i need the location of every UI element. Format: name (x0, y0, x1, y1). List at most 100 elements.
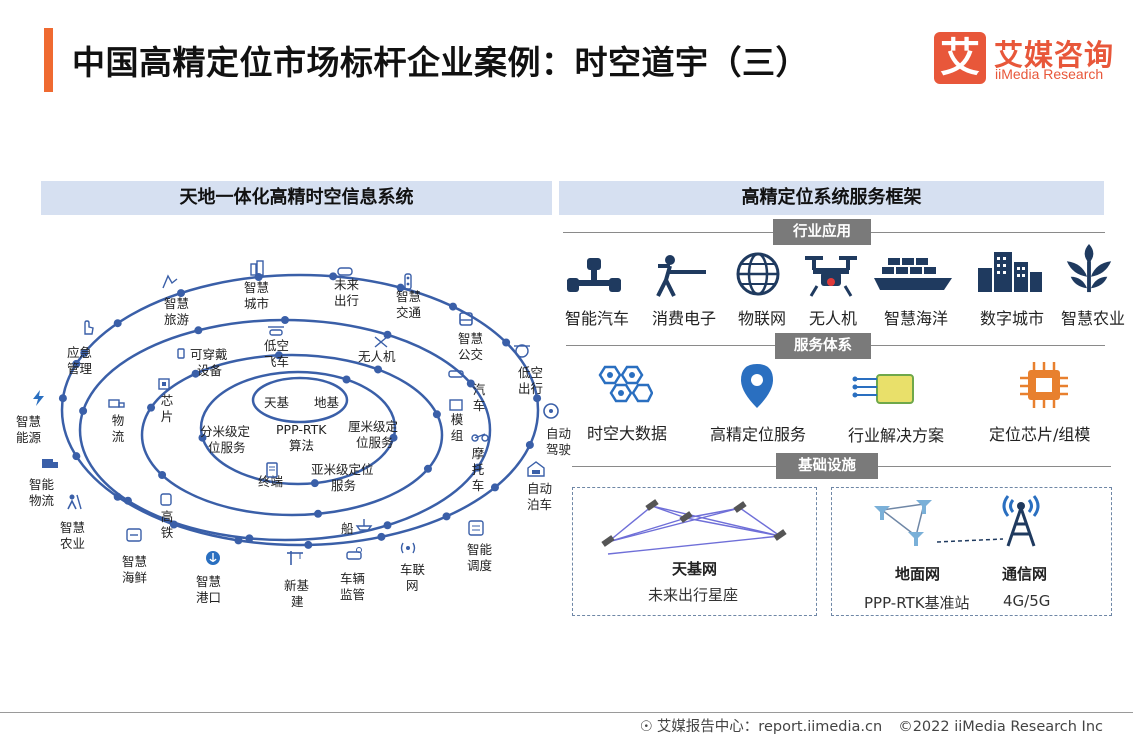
orbit-node (314, 509, 323, 518)
service-hp-positioning: 高精定位服务 (710, 425, 807, 444)
page-title: 中国高精定位市场标杆企业案例：时空道宇（三） (72, 43, 809, 82)
ring4-logistics: 物流 (111, 413, 125, 444)
train-small-icon (160, 493, 172, 506)
orbit-node (80, 348, 89, 357)
industry-smart-agri: 智慧农业 (1061, 309, 1126, 328)
outer-dispatch-1: 智能 (467, 542, 493, 557)
outer-newinfra-1: 新基 (284, 578, 310, 593)
terminal-icon (266, 462, 278, 478)
orbit-diagram (58, 272, 542, 549)
core-label-ground: 地基 (314, 395, 340, 410)
tourism-icon (162, 274, 178, 289)
outer-dispatch-2: 调度 (467, 558, 493, 573)
ring2-cm-2: 位服务 (356, 435, 394, 450)
drone-icon (805, 256, 857, 297)
service-big-data: 时空大数据 (587, 424, 668, 443)
globe-iot-icon (736, 252, 780, 296)
infra-divider-left (572, 466, 776, 467)
ring2-sm-1: 亚米级定位 (311, 462, 374, 477)
orbit-node (389, 433, 398, 442)
ring3-ship: 船 (341, 521, 354, 536)
ring2-dm-1: 分米级定 (200, 424, 251, 439)
footer-source: 艾媒报告中心：report.iimedia.cn (656, 719, 883, 735)
outer-seafood-1: 智慧 (122, 554, 148, 569)
industry-tag: 行业应用 (773, 219, 871, 245)
orbit-node (191, 369, 200, 378)
solution-board-icon (852, 374, 914, 404)
outer-lowalt-2: 出行 (518, 381, 544, 396)
lightning-icon (33, 390, 44, 406)
ground-network-title: 地面网 (895, 565, 941, 583)
motorcycle-icon (471, 433, 489, 442)
satellite-icon (601, 535, 615, 547)
outer-mobility-1: 未来 (334, 277, 360, 292)
satellite-icon (733, 501, 747, 513)
industry-divider-right (871, 232, 1105, 233)
infra-tag: 基础设施 (776, 453, 878, 479)
outer-traffic-2: 交通 (396, 305, 422, 320)
orbit-node (533, 394, 542, 403)
vr-gamer-icon (656, 255, 706, 297)
car-small-icon (448, 370, 464, 378)
flying-car-icon (268, 326, 284, 336)
orbit-node (374, 365, 383, 374)
hand-pointer-icon (84, 320, 94, 335)
outer-vehicle-sup-1: 车辆 (340, 571, 366, 586)
ring3-drone: 无人机 (358, 349, 396, 364)
dispatch-icon (468, 520, 484, 536)
outer-tourism-2: 旅游 (164, 312, 190, 327)
orbit-ring-3 (140, 353, 444, 517)
link-dashed-line (936, 538, 1004, 543)
satellite-icon (679, 511, 693, 523)
orbit-node (274, 351, 283, 360)
outer-bus-2: 公交 (458, 347, 484, 362)
orbit-node (396, 283, 405, 292)
orbit-node (281, 316, 289, 324)
ground-network-sub: PPP-RTK基准站 (864, 594, 970, 612)
orbit-node (383, 330, 392, 339)
logo-en-text: iiMedia Research (995, 66, 1104, 82)
industry-iot: 物联网 (738, 309, 787, 328)
outer-city-2: 城市 (244, 296, 270, 311)
ring3-wearable-1: 可穿戴 (190, 347, 228, 362)
orbit-node (304, 540, 313, 549)
orbit-node (194, 326, 203, 335)
orbit-node (490, 483, 499, 492)
core-label-ppp: PPP-RTK (276, 422, 327, 437)
ring3-flycar-2: 飞车 (264, 354, 290, 369)
industry-drone: 无人机 (809, 309, 858, 328)
ring3-chip: 芯片 (160, 393, 174, 424)
service-divider-right (871, 345, 1105, 346)
title-accent-bar (44, 28, 53, 92)
outer-vehicle-sup-2: 监管 (340, 587, 366, 602)
outer-port-2: 港口 (196, 590, 222, 605)
orbit-node (383, 521, 392, 530)
big-data-icon (598, 365, 653, 403)
outer-autodrive-1: 自动 (546, 426, 572, 441)
footer-divider (0, 712, 1133, 713)
signal-icon (400, 542, 416, 554)
ground-network-box (831, 487, 1112, 616)
orbit-node (113, 319, 122, 328)
comm-network-sub: 4G/5G (1003, 592, 1051, 610)
industry-divider-left (563, 232, 773, 233)
orbit-node (177, 289, 185, 298)
chip-icon (1020, 362, 1068, 408)
outer-logistics-2: 物流 (29, 493, 55, 508)
footer-globe-icon: ☉ (639, 719, 653, 735)
outer-energy-2: 能源 (16, 430, 42, 445)
orbit-ring-core (251, 376, 349, 424)
traffic-light-icon (404, 273, 412, 290)
orbit-ring-outer (60, 273, 540, 547)
orbit-node (72, 359, 81, 368)
base-station-icon (908, 532, 924, 538)
aircraft-icon (514, 344, 530, 358)
ship-small-icon (355, 519, 373, 531)
service-tag: 服务体系 (775, 333, 871, 359)
left-section-title: 天地一体化高精时空信息系统 (41, 181, 552, 215)
location-pin-icon (741, 364, 773, 408)
drone-small-icon (374, 336, 388, 348)
ring3-flycar-1: 低空 (264, 338, 290, 353)
orbit-node (123, 496, 132, 505)
base-station-icon (916, 500, 932, 506)
